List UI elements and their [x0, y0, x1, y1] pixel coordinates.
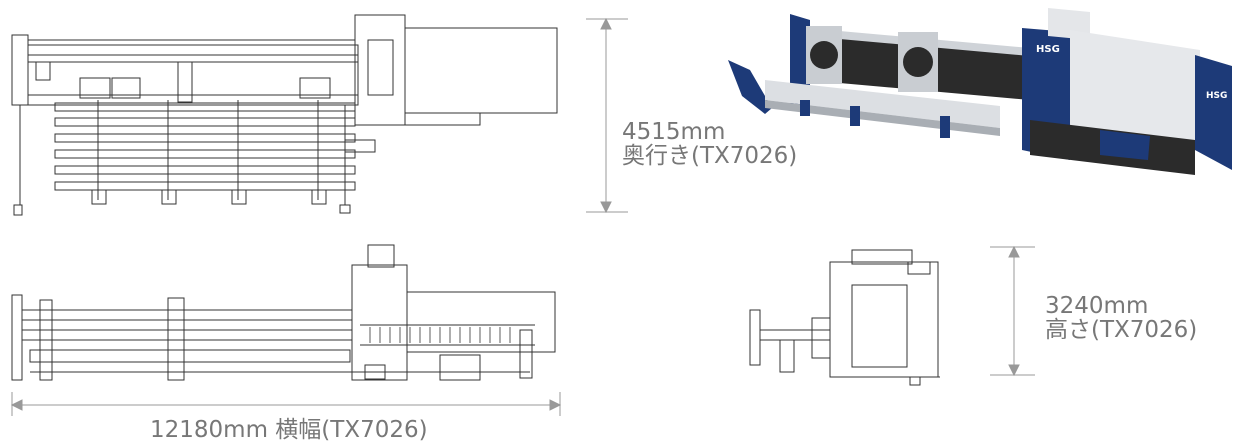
width-dimension-label: 12180mm 横幅(TX7026)	[150, 417, 428, 443]
side-panel-logo: HSG	[1206, 91, 1227, 101]
depth-caption: 奥行き(TX7026)	[622, 143, 798, 169]
depth-dimension-label: 4515mm 奥行き(TX7026)	[622, 120, 797, 168]
depth-value: 4515mm	[622, 119, 726, 145]
height-dimension-label: 3240mm 高さ(TX7026)	[1045, 294, 1197, 342]
machine-logo: HSG	[1036, 44, 1060, 55]
height-value: 3240mm	[1045, 293, 1149, 319]
height-caption: 高さ(TX7026)	[1045, 317, 1198, 343]
